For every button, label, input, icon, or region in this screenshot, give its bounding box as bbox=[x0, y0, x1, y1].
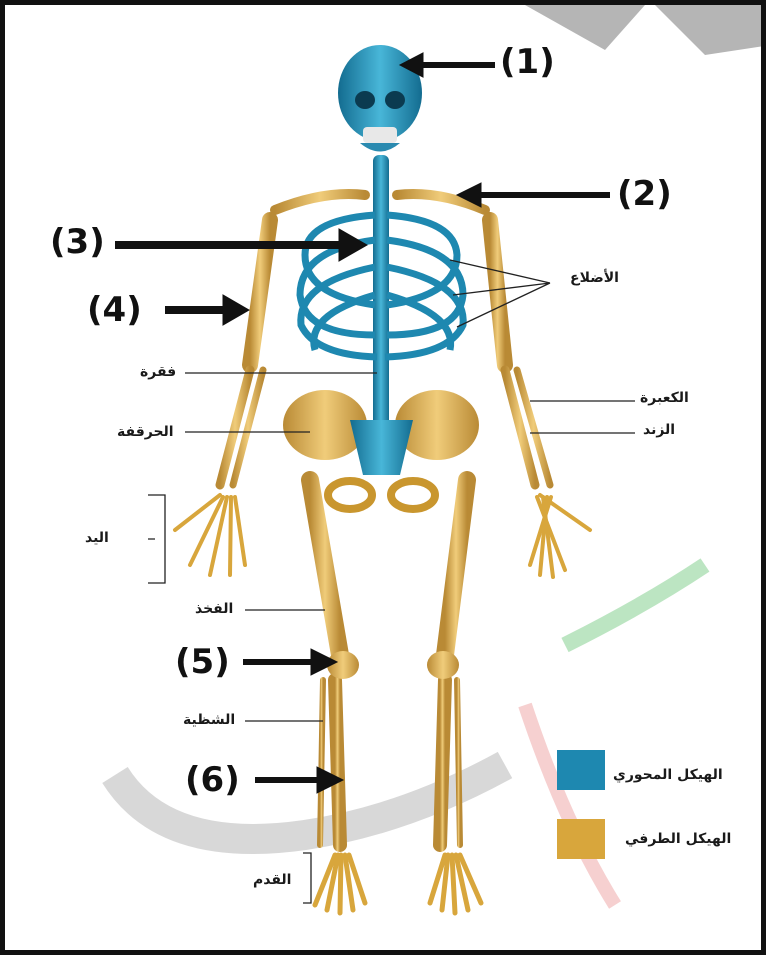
number-label-6: (6) bbox=[185, 763, 240, 797]
number-label-3: (3) bbox=[50, 225, 105, 259]
legend-swatch-appendicular bbox=[557, 819, 605, 859]
arrow-2 bbox=[457, 183, 610, 207]
label-femur: الفخذ bbox=[195, 602, 233, 616]
label-ulna: الزند bbox=[643, 423, 675, 437]
number-label-1: (1) bbox=[500, 45, 555, 79]
number-label-2: (2) bbox=[617, 177, 672, 211]
arrow-4 bbox=[165, 295, 249, 325]
number-label-5: (5) bbox=[175, 645, 230, 679]
label-vertebra: فقرة bbox=[140, 365, 176, 379]
kneecaps bbox=[327, 651, 459, 679]
label-fibula: الشظية bbox=[183, 713, 235, 727]
arrow-5 bbox=[243, 649, 337, 675]
skeleton-illustration bbox=[5, 5, 766, 955]
number-label-4: (4) bbox=[87, 293, 142, 327]
label-hand: اليد bbox=[85, 531, 109, 545]
label-ribs: الأضلاع bbox=[570, 271, 619, 285]
arrow-6 bbox=[255, 767, 343, 793]
legend-label-appendicular: الهيكل الطرفي bbox=[625, 831, 731, 847]
label-foot: القدم bbox=[253, 873, 291, 887]
feet bbox=[315, 855, 481, 913]
label-radius: الكعبرة bbox=[640, 391, 689, 405]
legend-swatch-axial bbox=[557, 750, 605, 790]
legend-label-axial: الهيكل المحوري bbox=[613, 767, 723, 783]
label-pelvis: الحرقفة bbox=[117, 425, 174, 439]
hands bbox=[175, 495, 590, 577]
